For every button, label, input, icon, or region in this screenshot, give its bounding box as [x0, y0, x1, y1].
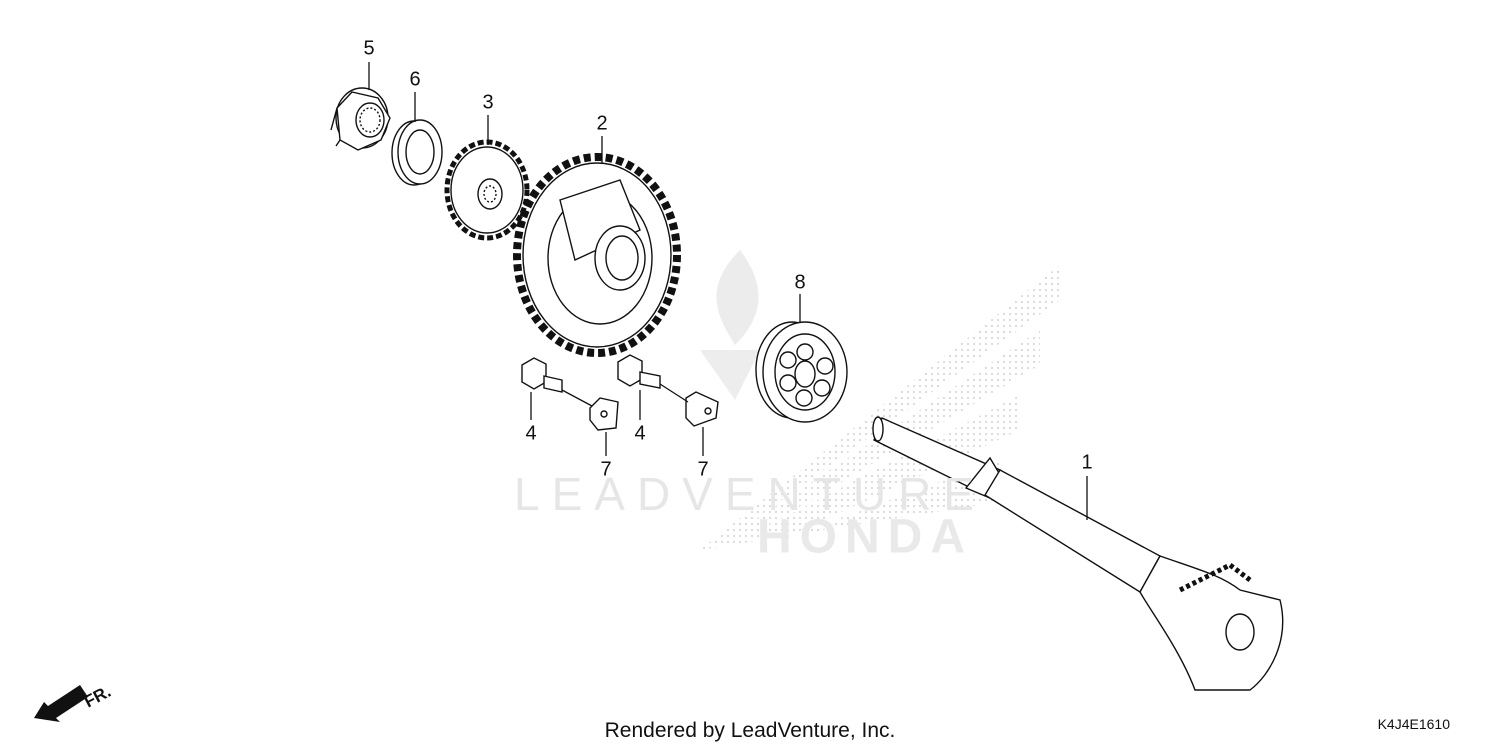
small-gear-part-3: [444, 139, 530, 241]
callout-2: 2: [596, 112, 608, 135]
bolt-part-4-right: [617, 354, 661, 389]
watermark-leadventure: LEADVENTURE: [514, 468, 986, 520]
callout-1: 1: [1081, 451, 1093, 474]
callout-4-left: 4: [525, 422, 537, 445]
diagram-code: K4J4E1610: [1377, 716, 1450, 732]
bolt-part-4-left: [521, 357, 563, 393]
callout-7-right: 7: [697, 458, 709, 481]
watermark-honda: HONDA: [757, 510, 973, 564]
footer-credit: Rendered by LeadVenture, Inc.: [604, 719, 896, 742]
bearing-part-8: [755, 321, 848, 423]
plate-part-7-right: [685, 391, 719, 427]
callout-3: 3: [482, 91, 494, 114]
callout-4-right: 4: [634, 422, 646, 445]
large-gear-part-2: [513, 153, 681, 357]
callout-6: 6: [409, 68, 421, 91]
plate-part-7-left: [589, 397, 619, 431]
callout-8: 8: [794, 271, 806, 294]
shaft-part-1: [872, 416, 1284, 691]
callout-7-left: 7: [600, 458, 612, 481]
callout-5: 5: [363, 37, 375, 60]
washer-part-6: [391, 119, 443, 186]
front-direction-arrow-icon: [34, 685, 88, 722]
leader-lines: [368, 62, 1088, 520]
nut-part-5: [330, 87, 391, 151]
